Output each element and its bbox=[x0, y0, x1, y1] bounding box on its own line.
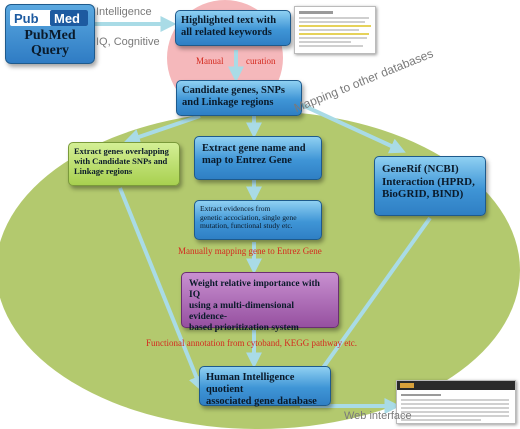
functional-annotation-label: Functional annotation from cytoband, KEG… bbox=[146, 338, 357, 348]
weight-line1: Weight relative importance with IQ bbox=[189, 279, 320, 300]
candidate-genes-box: Candidate genes, SNPs and Linkage region… bbox=[176, 80, 302, 116]
evidence-line2: genetic accociation, single gene bbox=[200, 212, 297, 222]
extract-overlapping-box: Extract genes overlapping with Candidate… bbox=[68, 142, 180, 186]
web-interface-label: Web interface bbox=[344, 410, 412, 422]
generif-line2: Interaction (HPRD, bbox=[382, 175, 475, 188]
pubmed-logo-med: Med bbox=[54, 11, 80, 26]
intelligence-label: Intelligence bbox=[96, 6, 152, 18]
web-interface-thumbnail bbox=[396, 380, 516, 424]
generif-line3: BioGRID, BIND) bbox=[382, 188, 464, 201]
overlap-line1: Extract genes overlapping bbox=[74, 146, 169, 156]
candidate-line2: and Linkage regions bbox=[182, 97, 274, 109]
iq-gene-database-box: Human Intelligence quotient associated g… bbox=[199, 366, 331, 408]
arrow-candidate-to-generif bbox=[299, 102, 406, 154]
pubmed-query-line2: Query bbox=[30, 42, 70, 58]
extract-name-line1: Extract gene name and bbox=[202, 143, 306, 154]
generif-interaction-box: GeneRif (NCBI) Interaction (HPRD, BioGRI… bbox=[374, 156, 486, 216]
iq-cognitive-label: IQ, Cognitive bbox=[96, 36, 160, 48]
extract-gene-name-box: Extract gene name and map to Entrez Gene bbox=[194, 136, 322, 180]
pubmed-document-thumbnail bbox=[294, 6, 376, 54]
extract-name-line2: map to Entrez Gene bbox=[202, 155, 292, 167]
generif-line1: GeneRif (NCBI) bbox=[382, 163, 459, 175]
curation-label: curation bbox=[246, 56, 276, 66]
pubmed-logo-pub: Pub bbox=[14, 11, 39, 26]
arrow-overlap-to-database bbox=[118, 187, 204, 392]
database-line2: associated gene database bbox=[206, 396, 317, 408]
pubmed-logo: Pub Med bbox=[10, 10, 88, 26]
overlap-line3: Linkage regions bbox=[74, 165, 133, 176]
evidence-line1: Extract evidences from bbox=[200, 204, 271, 213]
weight-line2: using a multi-dimensional evidence- bbox=[189, 300, 295, 322]
highlighted-text-box: Highlighted text with all related keywor… bbox=[175, 10, 291, 46]
arrow-generif-to-database bbox=[306, 216, 432, 392]
extract-evidences-box: Extract evidences from genetic accociati… bbox=[194, 200, 322, 240]
pubmed-query-box: Pub Med PubMed Query bbox=[5, 4, 95, 64]
weight-line3: based prioritization system bbox=[189, 322, 299, 333]
weight-importance-box: Weight relative importance with IQ using… bbox=[181, 272, 339, 333]
manually-mapping-label: Manually mapping gene to Entrez Gene bbox=[178, 246, 322, 256]
candidate-line1: Candidate genes, SNPs bbox=[182, 85, 285, 96]
database-line1: Human Intelligence quotient bbox=[206, 372, 295, 396]
arrow-candidate-to-overlap bbox=[123, 114, 201, 145]
overlap-line2: with Candidate SNPs and bbox=[74, 155, 168, 166]
pubmed-query-line1: PubMed bbox=[24, 28, 76, 43]
manual-label: Manual bbox=[196, 56, 224, 66]
pubmed-query-label: PubMed Query bbox=[6, 28, 94, 58]
highlighted-line1: Highlighted text with bbox=[181, 15, 277, 26]
highlighted-line2: all related keywords bbox=[181, 27, 272, 39]
evidence-line3: mutation, functional study etc. bbox=[200, 221, 293, 231]
